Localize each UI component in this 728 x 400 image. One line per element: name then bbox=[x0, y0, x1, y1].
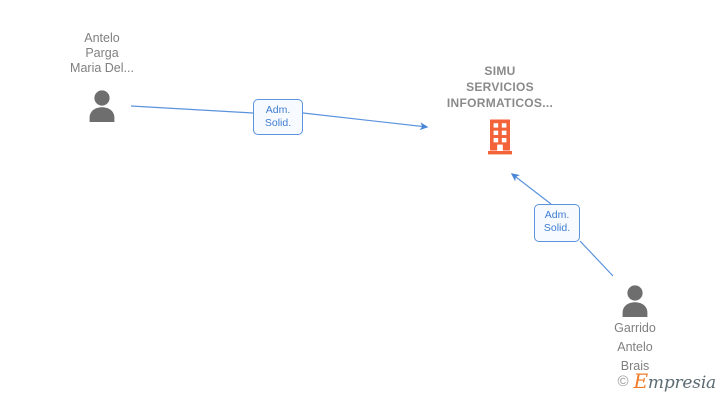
edge-label-adm-solid-1[interactable]: Adm. Solid. bbox=[253, 99, 303, 135]
brand-rest: mpresia bbox=[647, 373, 716, 393]
node-label-line: INFORMATICOS... bbox=[446, 96, 554, 110]
person-icon bbox=[89, 90, 115, 122]
edge-label-line: Solid. bbox=[264, 117, 292, 129]
node-label-line: SIMU bbox=[484, 64, 516, 78]
node-label-line: Brais bbox=[620, 359, 650, 373]
edge-line-1-arrow bbox=[302, 112, 429, 131]
brand-wordmark: Empresia bbox=[634, 371, 717, 392]
node-label-line: SERVICIOS bbox=[466, 80, 534, 94]
edge-line-2 bbox=[579, 240, 614, 277]
edge-label-adm-solid-2[interactable]: Adm. Solid. bbox=[534, 204, 580, 242]
node-label-line: Maria Del... bbox=[70, 61, 134, 75]
node-person-antelo-parga[interactable]: Antelo Parga Maria Del... bbox=[42, 31, 162, 122]
edge-line-2-arrow bbox=[510, 173, 552, 205]
node-label-line: Antelo bbox=[617, 340, 653, 354]
node-label-line: Garrido bbox=[614, 321, 656, 335]
node-label-line: Antelo bbox=[84, 31, 120, 45]
node-label-line: Parga bbox=[85, 46, 119, 60]
person-icon bbox=[622, 285, 648, 317]
brand-initial: E bbox=[633, 369, 649, 393]
node-person-garrido-antelo[interactable]: Garrido Antelo Brais bbox=[570, 283, 700, 374]
building-icon bbox=[488, 119, 512, 155]
node-company-simu[interactable]: SIMU SERVICIOS INFORMATICOS... bbox=[400, 63, 600, 155]
watermark-empresia: © Empresia bbox=[617, 371, 716, 392]
copyright-icon: © bbox=[617, 373, 629, 390]
edge-label-line: Solid. bbox=[543, 222, 571, 234]
edge-label-line: Adm. bbox=[544, 209, 570, 221]
edge-label-line: Adm. bbox=[265, 104, 291, 116]
edge-line-1 bbox=[130, 105, 254, 114]
